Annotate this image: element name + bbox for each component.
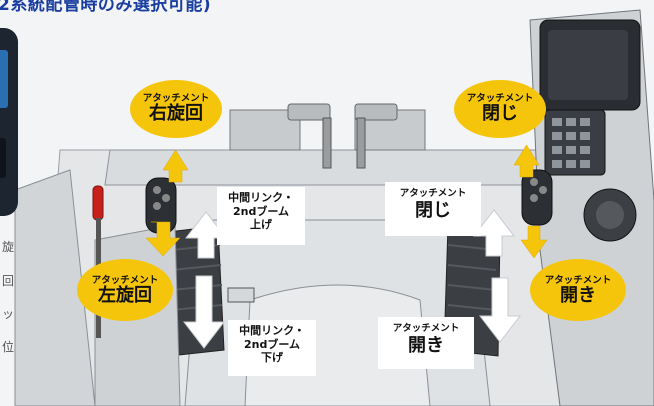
side-text-3: ッ <box>1 307 14 321</box>
label-boom-down-line1: 中間リンク・ <box>239 324 305 337</box>
side-text-2: 回 <box>1 274 14 288</box>
label-boom-down-line3: 下げ <box>261 351 283 364</box>
label-right-rotate-main: 右旋回 <box>149 103 203 124</box>
label-boom-up-line1: 中間リンク・ <box>228 191 294 204</box>
label-close-yellow: アタッチメント 閉じ <box>454 80 546 138</box>
inset-photo <box>0 28 18 216</box>
label-close-yellow-sub: アタッチメント <box>466 93 534 104</box>
label-open-white-sub: アタッチメント <box>392 323 460 334</box>
label-close-white-sub: アタッチメント <box>399 188 467 199</box>
label-boom-down: 中間リンク・ 2ndブーム 下げ <box>228 320 316 376</box>
label-open-yellow-main: 開き <box>560 285 596 306</box>
side-text-1: 旋 <box>1 240 14 254</box>
label-open-yellow: アタッチメント 開き <box>530 259 626 321</box>
label-boom-down-line2: 2ndブーム <box>243 337 301 351</box>
label-open-white-main: 開き <box>408 335 444 356</box>
label-left-rotate: アタッチメント 左旋回 <box>77 259 173 321</box>
label-open-yellow-sub: アタッチメント <box>544 275 612 286</box>
label-boom-up-line2: 2ndブーム <box>232 204 290 218</box>
label-close-white: アタッチメント 閉じ <box>385 182 481 236</box>
label-left-rotate-sub: アタッチメント <box>91 275 159 286</box>
label-right-rotate-sub: アタッチメント <box>142 93 210 104</box>
side-text-4: 位 <box>1 340 14 354</box>
inset-control <box>0 138 6 178</box>
label-boom-up: 中間リンク・ 2ndブーム 上げ <box>217 187 305 245</box>
label-right-rotate: アタッチメント 右旋回 <box>130 80 222 138</box>
label-left-rotate-main: 左旋回 <box>98 285 152 306</box>
label-boom-up-line3: 上げ <box>250 218 272 231</box>
label-close-yellow-main: 閉じ <box>482 103 518 124</box>
inset-screen <box>0 50 8 108</box>
label-open-white: アタッチメント 開き <box>378 317 474 369</box>
label-close-white-main: 閉じ <box>415 200 451 221</box>
page-title: 2系統配管時のみ選択可能) <box>0 0 212 15</box>
